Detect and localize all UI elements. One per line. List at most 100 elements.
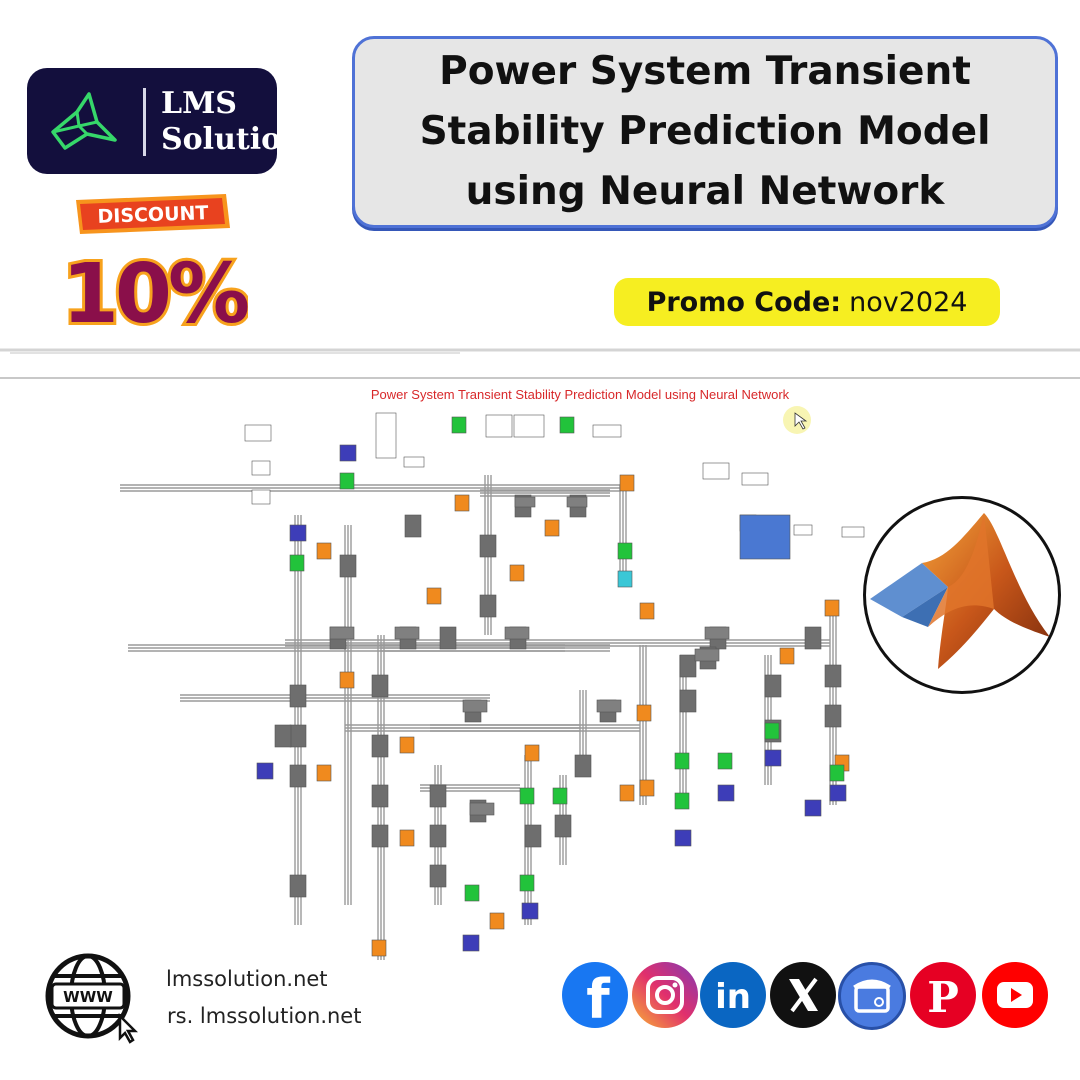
generator-block <box>426 587 442 605</box>
generator-block <box>824 599 840 617</box>
circuit-block <box>289 684 307 708</box>
svg-text:P: P <box>927 973 959 1022</box>
simulink-screenshot <box>0 348 1080 960</box>
annotation-block <box>375 412 397 459</box>
annotation-block <box>244 424 272 442</box>
generator-block <box>544 519 560 537</box>
circuit-block <box>371 674 389 698</box>
generator-block <box>639 602 655 620</box>
circuit-block <box>274 724 292 748</box>
bus-block <box>764 722 780 740</box>
facebook-icon[interactable]: f <box>562 962 628 1028</box>
discount-value: 10% <box>62 247 248 340</box>
circuit-block <box>462 699 488 713</box>
generator-block <box>619 784 635 802</box>
bus-block <box>519 874 535 892</box>
circuit-block <box>574 754 592 778</box>
generator-block <box>509 564 525 582</box>
annotation-block <box>841 526 865 538</box>
pinterest-icon[interactable]: P <box>910 962 976 1028</box>
load-block <box>764 749 782 767</box>
circuit-block <box>514 496 536 508</box>
bus-block <box>464 884 480 902</box>
circuit-block <box>679 654 697 678</box>
generator-block <box>454 494 470 512</box>
matlab-icon <box>870 513 1050 669</box>
generator-block <box>779 647 795 665</box>
logo-line1: LMS <box>161 86 237 121</box>
youtube-icon[interactable] <box>982 962 1048 1028</box>
load-block <box>829 784 847 802</box>
circuit-block <box>554 814 572 838</box>
logo-line2: Solution <box>161 122 303 157</box>
bus-block <box>289 554 305 572</box>
circuit-block <box>289 724 307 748</box>
annotation-block <box>741 472 769 486</box>
google-business-icon[interactable] <box>838 962 906 1030</box>
logo-divider <box>143 88 146 156</box>
circuit-block <box>429 784 447 808</box>
circuit-block <box>694 648 720 662</box>
discount-badge: DISCOUNT 10% <box>59 194 248 340</box>
neural-net-block <box>739 514 791 560</box>
generator-block <box>399 736 415 754</box>
circuit-block <box>804 626 822 650</box>
scope-block <box>617 570 633 588</box>
website-link[interactable]: lmssolution.net <box>166 967 328 991</box>
bus-block <box>559 416 575 434</box>
bus-block <box>519 787 535 805</box>
circuit-block <box>339 554 357 578</box>
generator-block <box>489 912 505 930</box>
load-block <box>717 784 735 802</box>
annotation-block <box>513 414 545 438</box>
www-label: WWW <box>63 988 113 1006</box>
x-icon[interactable] <box>770 962 836 1028</box>
bus-block <box>674 792 690 810</box>
load-block <box>339 444 357 462</box>
circuit-block <box>479 594 497 618</box>
load-block <box>521 902 539 920</box>
page-title-box: Power System Transient Stability Predict… <box>352 36 1058 228</box>
generator-block <box>371 939 387 957</box>
circuit-block <box>394 626 420 640</box>
circuit-block <box>479 534 497 558</box>
circuit-block <box>679 689 697 713</box>
annotation-block <box>251 460 271 476</box>
bus-block <box>829 764 845 782</box>
circuit-block <box>289 764 307 788</box>
bus-block <box>674 752 690 770</box>
generator-block <box>316 764 332 782</box>
promo-banner: Promo Code: nov2024 <box>614 278 1000 326</box>
linkedin-icon[interactable]: in <box>700 962 766 1028</box>
bus-block <box>617 542 633 560</box>
circuit-block <box>371 734 389 758</box>
lms-mark-icon <box>51 92 117 150</box>
circuit-block <box>566 496 588 508</box>
bus-block <box>717 752 733 770</box>
annotation-block <box>702 462 730 480</box>
website-link-secondary[interactable]: rs. lmssolution.net <box>167 1004 362 1028</box>
circuit-block <box>824 704 842 728</box>
bus-block <box>451 416 467 434</box>
load-block <box>674 829 692 847</box>
svg-text:in: in <box>715 977 751 1017</box>
load-block <box>462 934 480 952</box>
promo-code: nov2024 <box>849 286 968 318</box>
bus-block <box>339 472 355 490</box>
circuit-block <box>371 784 389 808</box>
matlab-logo <box>863 496 1061 694</box>
generator-block <box>524 744 540 762</box>
instagram-icon[interactable] <box>632 962 698 1028</box>
circuit-block <box>429 824 447 848</box>
circuit-block <box>289 874 307 898</box>
circuit-block <box>429 864 447 888</box>
cursor-icon <box>794 412 808 430</box>
circuit-block <box>469 802 495 816</box>
promo-label: Promo Code: <box>646 286 842 318</box>
website-globe-icon[interactable]: WWW <box>42 950 138 1046</box>
generator-block <box>316 542 332 560</box>
circuit-block <box>824 664 842 688</box>
generator-block <box>399 829 415 847</box>
generator-block <box>639 779 655 797</box>
discount-label: DISCOUNT <box>97 202 209 228</box>
